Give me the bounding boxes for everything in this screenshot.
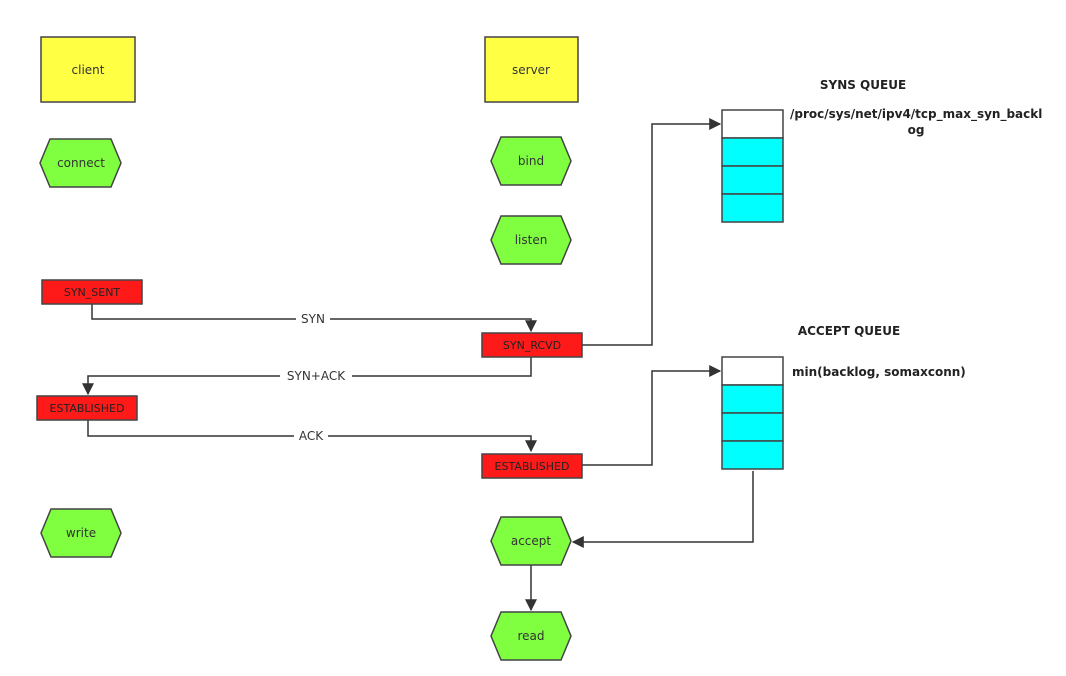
write-call: write xyxy=(40,508,122,558)
server-established-state: ESTABLISHED xyxy=(481,453,583,479)
syn-label: SYN xyxy=(301,312,325,326)
ack-label: ACK xyxy=(299,429,324,443)
accept-queue-title: ACCEPT QUEUE xyxy=(798,324,900,338)
accept-queue-head-slot xyxy=(721,356,784,386)
syns-queue-title: SYNS QUEUE xyxy=(820,78,906,92)
syns-queue xyxy=(721,109,784,223)
established-to-accept-queue-connector xyxy=(582,365,722,466)
accept-queue-slot xyxy=(721,440,784,470)
server-established-label: ESTABLISHED xyxy=(495,460,570,473)
syns-queue-slot xyxy=(721,165,784,195)
client-actor: client xyxy=(40,36,136,103)
accept-queue-to-accept-connector xyxy=(571,471,754,548)
connect-label: connect xyxy=(57,156,105,170)
read-call: read xyxy=(490,611,572,661)
accept-label: accept xyxy=(511,534,552,548)
syn-ack-label: SYN+ACK xyxy=(287,369,346,383)
syns-queue-slot xyxy=(721,137,784,167)
client-established-label: ESTABLISHED xyxy=(50,402,125,415)
accept-queue-note: min(backlog, somaxconn) xyxy=(792,365,966,379)
client-label: client xyxy=(72,63,105,77)
syns-queue-note-line1: /proc/sys/net/ipv4/tcp_max_syn_backl xyxy=(790,107,1042,122)
accept-queue-slot xyxy=(721,384,784,414)
write-label: write xyxy=(66,526,96,540)
syns-queue-slot xyxy=(721,193,784,223)
syns-queue-note-line2: og xyxy=(908,123,925,137)
syns-queue-head-slot xyxy=(721,109,784,139)
server-syn-rcvd-state: SYN_RCVD xyxy=(481,332,583,358)
bind-call: bind xyxy=(490,136,572,186)
bind-label: bind xyxy=(518,154,544,168)
listen-label: listen xyxy=(515,233,548,247)
client-syn-sent-label: SYN_SENT xyxy=(64,286,121,299)
server-actor: server xyxy=(484,36,579,103)
syn-rcvd-to-syns-queue-connector xyxy=(582,118,722,346)
server-syn-rcvd-label: SYN_RCVD xyxy=(503,339,561,352)
read-label: read xyxy=(517,629,544,643)
accept-call: accept xyxy=(490,516,572,566)
server-label: server xyxy=(512,63,550,77)
client-syn-sent-state: SYN_SENT xyxy=(41,279,143,305)
client-established-state: ESTABLISHED xyxy=(36,395,138,421)
listen-call: listen xyxy=(490,215,572,265)
connect-call: connect xyxy=(39,138,122,188)
accept-queue xyxy=(721,356,784,470)
accept-queue-slot xyxy=(721,412,784,442)
